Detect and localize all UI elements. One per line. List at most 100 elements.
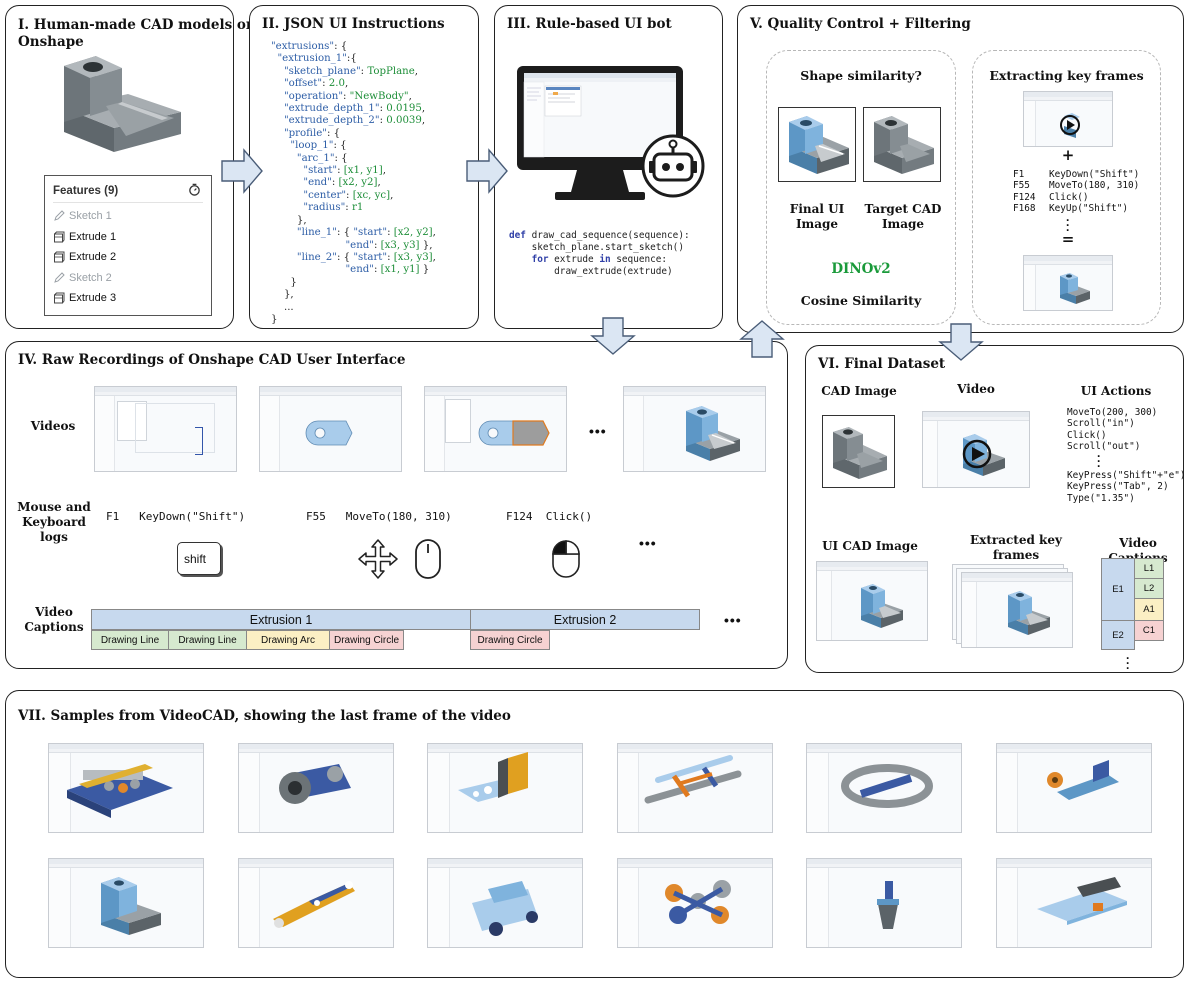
code-line: for extrude in sequence:	[509, 254, 690, 266]
key-frames-box	[972, 50, 1161, 325]
caption-drawing-line-2: Drawing Line	[168, 630, 247, 650]
json-token: "extrude_depth_1"	[271, 103, 380, 115]
videos-label: Videos	[30, 419, 76, 433]
feature-item[interactable]: Extrude 1	[53, 231, 116, 243]
json-line: "radius": r1	[271, 202, 436, 214]
sample-frame[interactable]	[806, 743, 962, 833]
panel-title: VI. Final Dataset	[818, 356, 946, 372]
json-token: 2.0	[328, 78, 345, 90]
sample-frame[interactable]	[427, 858, 583, 948]
json-line: },	[271, 289, 436, 301]
sample-frame[interactable]	[237, 858, 394, 948]
logs-ellipsis: •••	[639, 535, 657, 551]
sample-frame[interactable]	[48, 858, 204, 948]
json-line: "end": [x3, y3] },	[271, 240, 436, 252]
sample-frame[interactable]	[995, 858, 1152, 948]
json-line: }	[271, 277, 436, 289]
feature-item[interactable]: Sketch 1	[53, 210, 112, 222]
video-frame-1	[94, 386, 237, 472]
panel-title: V. Quality Control + Filtering	[750, 16, 971, 32]
cad-model	[644, 755, 741, 804]
json-token: [x3, y3]	[380, 239, 420, 251]
json-token: :	[345, 202, 352, 214]
key-frame-stack-front	[961, 572, 1073, 648]
json-token: 0.0039	[386, 115, 422, 127]
ui-action: Type("1.35")	[1067, 492, 1135, 504]
sample-frame[interactable]	[995, 743, 1152, 833]
json-line: "start": [x1, y1],	[271, 165, 436, 177]
sample-frame[interactable]	[616, 858, 773, 948]
mouse-click-icon	[552, 540, 580, 578]
json-line: }	[271, 314, 436, 326]
sample-frame[interactable]	[237, 743, 394, 833]
json-token: ,	[421, 103, 426, 115]
sample-frame[interactable]	[48, 743, 204, 833]
json-code-block: "extrusions": { "extrusion_1":{ "sketch_…	[271, 41, 436, 326]
json-token: :	[322, 78, 329, 90]
panel-cad-models: I. Human-made CAD models on Onshape Feat…	[5, 5, 256, 329]
json-token: "extrusion_1"	[271, 53, 347, 65]
final-ui-image-label: Final UI Image	[789, 202, 845, 231]
json-token: :	[387, 227, 394, 239]
json-token: :	[373, 239, 381, 251]
json-line: "extrusion_1":{	[271, 53, 436, 65]
json-token: :	[343, 90, 350, 102]
log-action: KeyDown("Shift")	[1049, 169, 1140, 180]
json-line: "center": [xc, yc],	[271, 190, 436, 202]
cad-model	[101, 877, 161, 935]
json-token: "end"	[271, 239, 374, 251]
log-frame: F55	[1013, 180, 1030, 192]
caption-drawing-line-1: Drawing Line	[91, 630, 169, 650]
code-token: draw_cad_sequence(sequence):	[525, 230, 690, 241]
caption-a1: A1	[1134, 598, 1164, 621]
key-frames-label: Extracted key frames	[970, 533, 1062, 562]
code-token: sketch_plane.start_sketch()	[509, 242, 684, 253]
log-action: Click()	[1049, 191, 1089, 203]
sample-frame[interactable]	[616, 743, 773, 833]
json-token: [x3, y3]	[393, 251, 433, 263]
ui-cad-image	[816, 561, 928, 641]
json-token: },	[271, 289, 294, 301]
caption-e2: E2	[1101, 620, 1135, 650]
json-token: ,	[344, 78, 349, 90]
json-token: }	[271, 313, 278, 325]
arrow-iii-to-iv	[590, 317, 636, 355]
json-token: ...	[271, 301, 294, 313]
json-token: [x2, y2]	[393, 227, 433, 239]
sketch-pencil-icon	[54, 271, 65, 283]
move-arrows-icon	[358, 539, 398, 579]
json-token: "sketch_plane"	[271, 65, 361, 77]
code-token: sequence:	[610, 254, 668, 265]
log-entry-1: F1 KeyDown("Shift")	[106, 510, 246, 523]
feature-item[interactable]: Extrude 2	[53, 251, 116, 263]
arrow-iv-to-v	[739, 320, 785, 358]
cad-model	[841, 764, 933, 808]
mouse-icon	[415, 539, 441, 579]
feature-item[interactable]: Extrude 3	[53, 292, 116, 304]
json-line: ...	[271, 302, 436, 314]
json-token: "arc_1"	[271, 152, 335, 164]
cad-model	[272, 881, 355, 928]
json-line: "line_2": { "start": [x3, y3],	[271, 252, 436, 264]
python-code-block: def draw_cad_sequence(sequence): sketch_…	[509, 230, 690, 278]
json-token: "start"	[271, 165, 338, 177]
shift-key-icon: shift	[177, 542, 221, 575]
code-token: def	[509, 230, 526, 241]
json-token: : {	[336, 251, 354, 263]
json-token: "start"	[353, 227, 388, 239]
log-action: MoveTo(180, 310)	[1049, 180, 1140, 192]
sample-frame[interactable]	[427, 743, 583, 833]
cad-image	[822, 415, 895, 488]
feature-item[interactable]: Sketch 2	[53, 272, 112, 284]
code-token: extrude	[548, 254, 600, 265]
ui-cad-image-label: UI CAD Image	[822, 539, 918, 553]
json-token: [xc, yc]	[352, 189, 391, 201]
feature-label: Sketch 2	[69, 271, 112, 284]
caption-l1: L1	[1134, 558, 1164, 579]
json-token: "extrude_depth_2"	[271, 115, 380, 127]
captions-ellipsis: •••	[724, 612, 742, 628]
sample-frame[interactable]	[806, 858, 962, 948]
json-token: [x1, y1]	[343, 165, 383, 177]
ui-actions-label: UI Actions	[1080, 384, 1152, 398]
